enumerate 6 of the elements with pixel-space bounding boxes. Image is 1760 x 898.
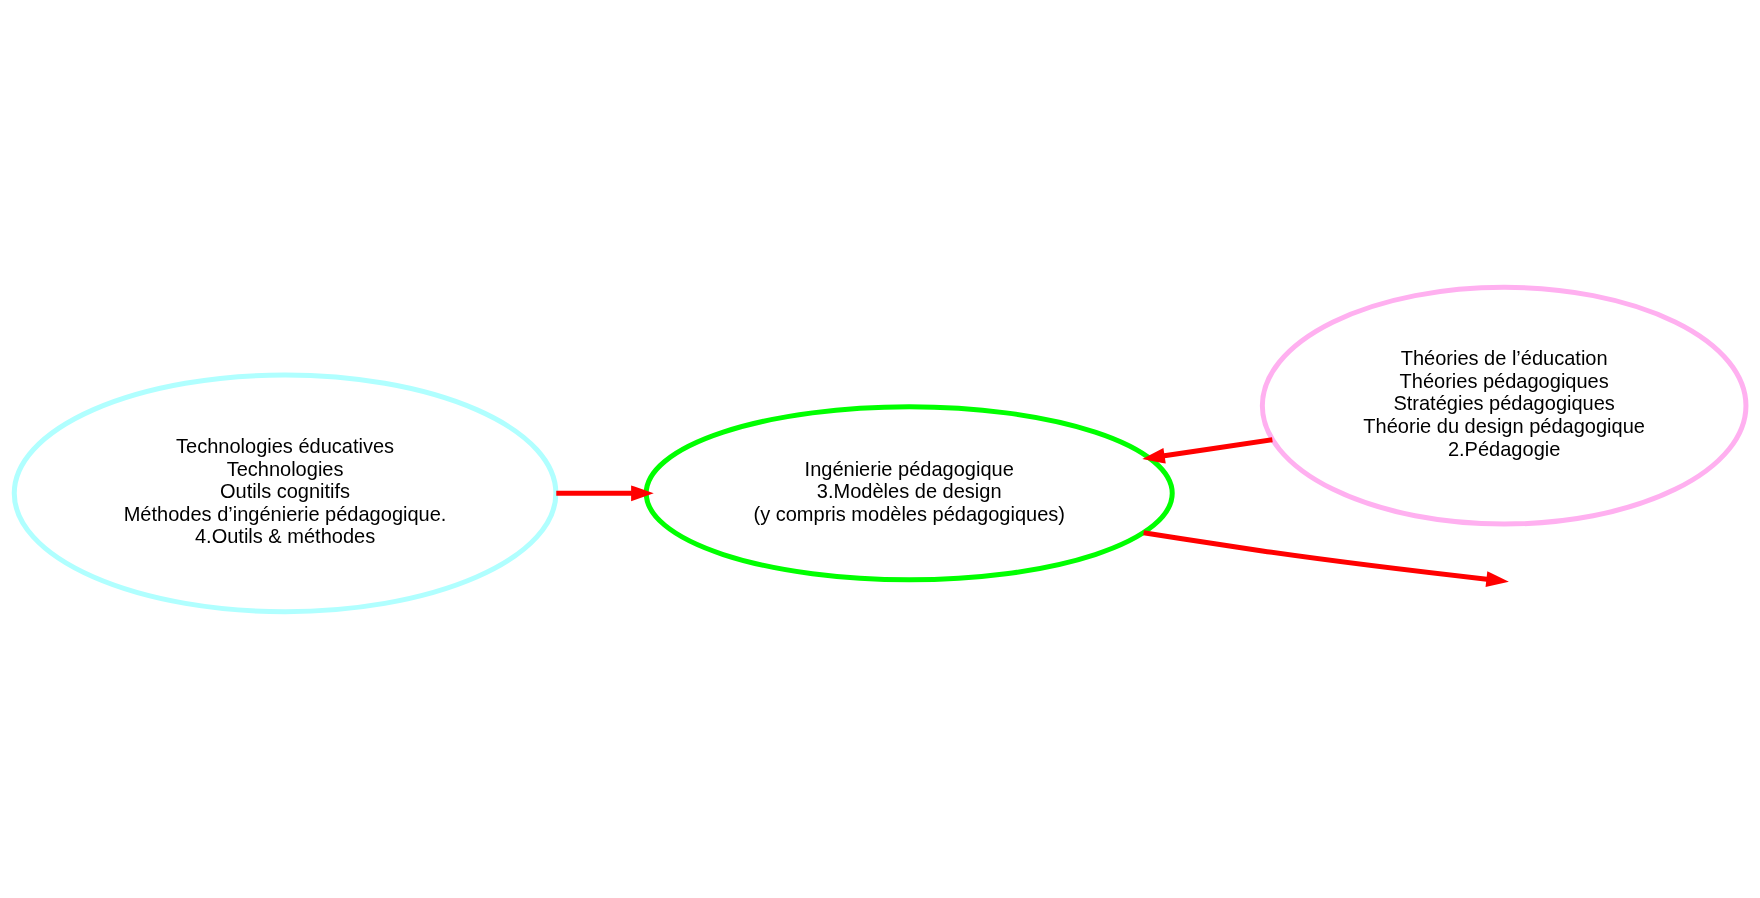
arrow: [556, 484, 654, 501]
arrow: [1142, 436, 1273, 464]
arrow: [1143, 529, 1509, 587]
node-ellipse: Technologies éducatives Technologies Outils cognitifs Méthodes d’ingénierie pédagogique. 4.Outils & méthodes: [11, 371, 559, 614]
node-ellipse: Ingénierie pédagogique 3.Modèles de design (y compris modèles pédagogiques): [643, 403, 1175, 582]
node-ellipse: Théories de l’éducation Théories pédagogiques Stratégies pédagogiques Théorie du design pédagogique 2.Pédagogie: [1259, 284, 1749, 527]
